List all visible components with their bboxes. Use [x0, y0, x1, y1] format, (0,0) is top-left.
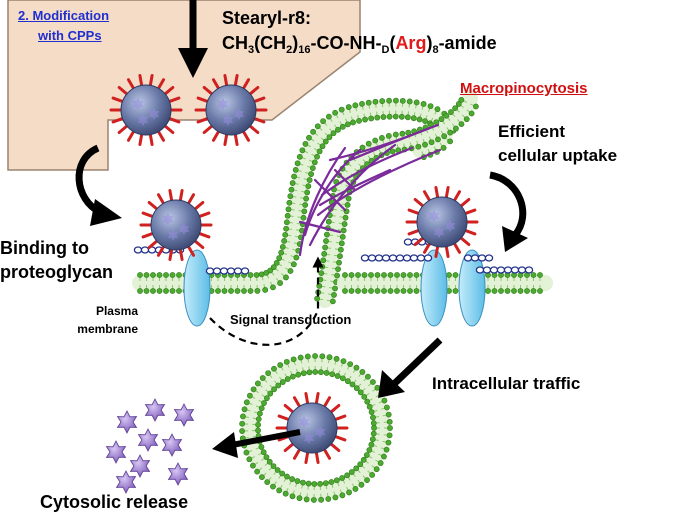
step-heading-line1: 2. Modification [18, 8, 109, 23]
released-cargo-star [173, 403, 195, 427]
cpp-modification-panel [7, 0, 361, 171]
cpp-nanoparticle [194, 74, 268, 146]
intracellular-traffic-label: Intracellular traffic [432, 374, 581, 393]
cytosolic-release-label: Cytosolic release [40, 492, 189, 512]
membrane-label-line2: membrane [77, 322, 138, 336]
step-number: 2. [18, 8, 29, 23]
compound-formula: CH3(CH2)16-CO-NH-D(Arg)8-amide [222, 33, 497, 56]
arrow-to-binding [75, 144, 102, 216]
cpp-nanoparticles [109, 74, 479, 464]
cpp-nanoparticle [139, 189, 213, 261]
uptake-label-line2: cellular uptake [498, 146, 618, 165]
released-cargo-star [167, 462, 189, 486]
signal-transduction-arrow [209, 256, 324, 346]
signal-transduction-label: Signal transduction [230, 312, 352, 327]
arrow-release [231, 429, 301, 448]
receptors [183, 249, 486, 327]
released-cargo-star [116, 410, 138, 434]
receptor-right-a [420, 249, 448, 327]
compound-name: Stearyl-r8: [222, 8, 312, 28]
step-title-line2: with CPPs [38, 28, 102, 43]
cpp-nanoparticle [275, 392, 349, 464]
released-cargo-star [105, 440, 127, 464]
cpp-nanoparticle [109, 74, 183, 146]
macropinocytosis-label: Macropinocytosis [460, 80, 588, 97]
released-cargo-star [129, 454, 151, 478]
arrow-to-traffic [392, 337, 443, 386]
released-cargo [105, 398, 195, 494]
actin-filaments [298, 123, 442, 257]
uptake-label-line1: Efficient [498, 122, 566, 141]
membrane-label-line1: Plasma [95, 304, 138, 318]
cpp-nanoparticle [405, 186, 479, 258]
released-cargo-star [137, 428, 159, 452]
receptor-left [183, 249, 211, 327]
released-cargo-star [161, 433, 183, 457]
endosome-vesicle [239, 353, 393, 503]
arrow-uptake [489, 171, 527, 238]
binding-label-line2: proteoglycan [0, 262, 114, 282]
step-title-line1: Modification [32, 8, 110, 23]
process-arrows [75, 0, 528, 458]
arg-residue: Arg [395, 33, 427, 53]
binding-label-line1: Binding to [0, 238, 89, 258]
released-cargo-star [144, 398, 166, 422]
released-cargo-star [115, 470, 137, 494]
